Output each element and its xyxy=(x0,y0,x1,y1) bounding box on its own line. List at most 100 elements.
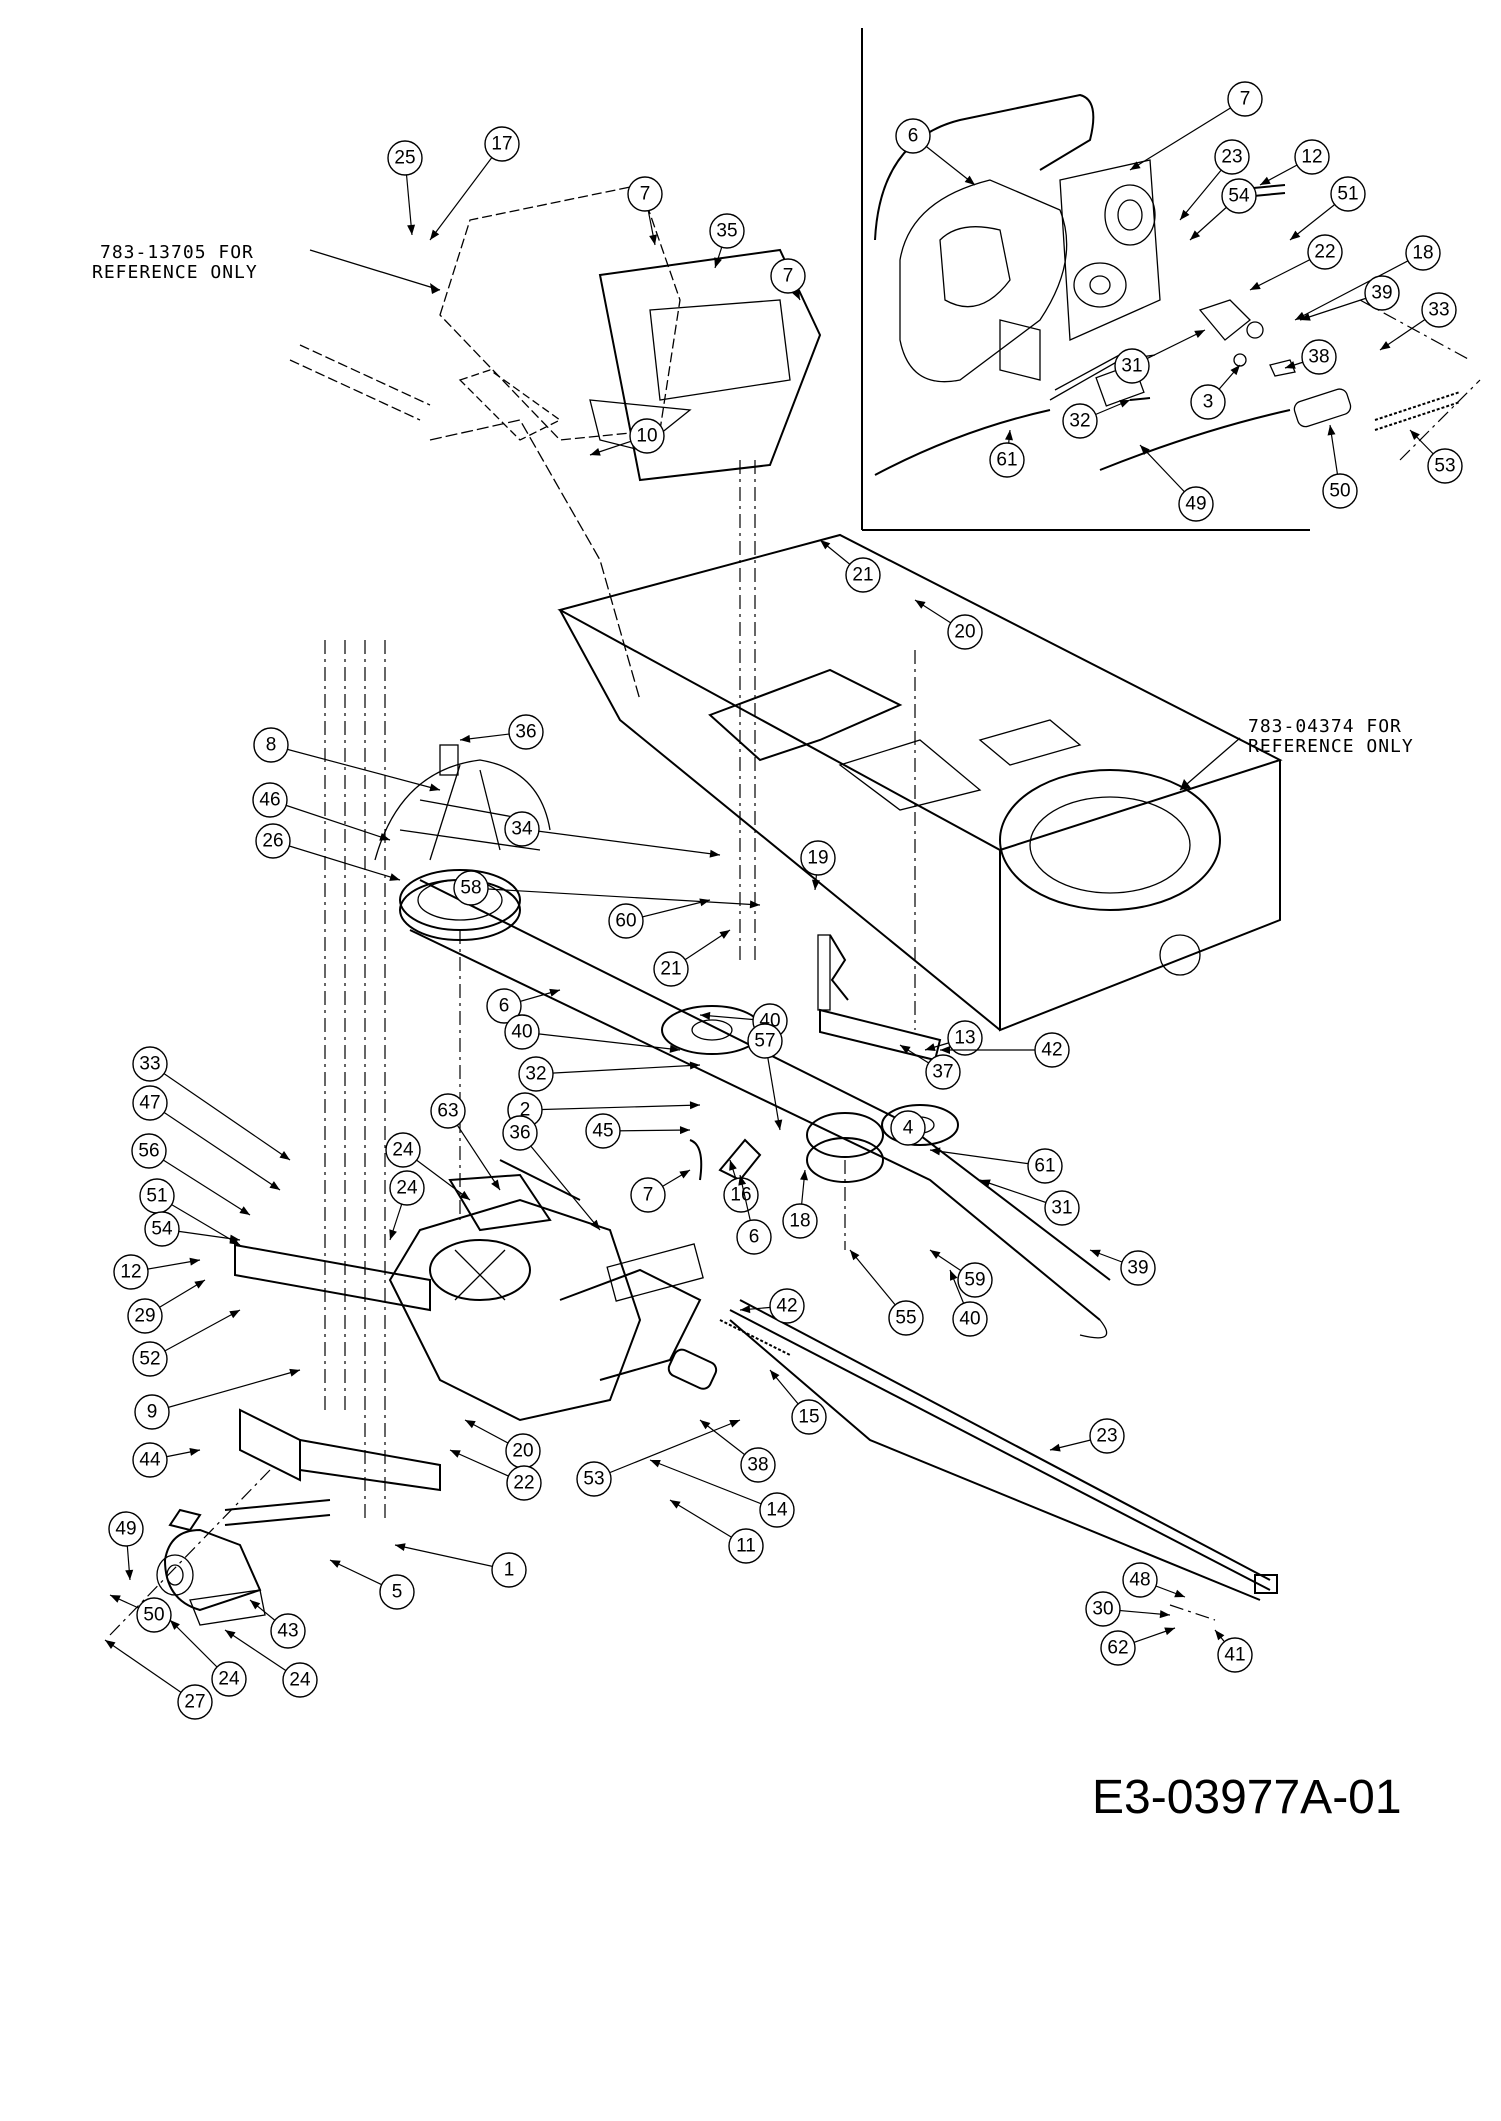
drawing-number: E3-03977A-01 xyxy=(1092,1771,1402,1824)
callout-circle xyxy=(502,1115,538,1151)
callout-circle xyxy=(486,988,522,1024)
callout-number: 9 xyxy=(147,1402,158,1423)
leader-line xyxy=(929,1149,1046,1167)
callout-31: 31 xyxy=(1114,329,1206,384)
callout-number: 39 xyxy=(1371,283,1392,304)
callout-circle xyxy=(1405,235,1441,271)
shift-rod-drawing xyxy=(667,1138,1278,1601)
callout-number: 62 xyxy=(1107,1638,1128,1659)
leader-arrowhead xyxy=(699,898,710,907)
callout-circle xyxy=(1427,448,1463,484)
callout-number: 21 xyxy=(852,565,873,586)
callout-21: 21 xyxy=(653,929,731,987)
callout-51: 51 xyxy=(1289,176,1366,241)
leader-arrowhead xyxy=(250,1600,261,1610)
callout-circle xyxy=(1330,176,1366,212)
callout-41: 41 xyxy=(1214,1629,1253,1673)
leader-arrowhead xyxy=(170,1620,180,1630)
callout-number: 4 xyxy=(903,1118,914,1139)
callout-circle xyxy=(770,258,806,294)
callout-number: 44 xyxy=(139,1450,161,1471)
leader-line xyxy=(593,1419,741,1480)
callout-circle xyxy=(736,1219,772,1255)
callout-number: 10 xyxy=(636,426,657,447)
callout-60: 60 xyxy=(608,898,711,939)
leader-line xyxy=(270,744,441,791)
leader-arrowhead xyxy=(1215,1630,1225,1641)
callout-55: 55 xyxy=(849,1249,924,1336)
callout-32: 32 xyxy=(518,1056,701,1092)
callout-37: 37 xyxy=(899,1044,961,1090)
callout-63: 63 xyxy=(430,1093,501,1191)
callout-34: 34 xyxy=(504,811,721,858)
callout-number: 54 xyxy=(151,1219,173,1240)
leader-arrowhead xyxy=(279,1151,290,1160)
callout-number: 17 xyxy=(491,134,512,155)
leader-line xyxy=(535,1064,701,1075)
callout-circle xyxy=(108,1511,144,1547)
callout-54: 54 xyxy=(144,1211,241,1247)
leader-arrowhead xyxy=(194,1280,205,1289)
callout-circle xyxy=(1044,1190,1080,1226)
callout-number: 34 xyxy=(511,819,533,840)
callout-49: 49 xyxy=(108,1511,144,1581)
leader-arrowhead xyxy=(700,1420,711,1430)
callout-circle xyxy=(1089,1418,1125,1454)
callout-24: 24 xyxy=(389,1170,425,1241)
callout-circle xyxy=(389,1170,425,1206)
callout-35: 35 xyxy=(709,213,745,269)
callout-32: 32 xyxy=(1062,399,1131,439)
callout-circle xyxy=(769,1288,805,1324)
callout-number: 56 xyxy=(138,1141,159,1162)
callout-circle xyxy=(629,418,665,454)
reference-note-main-frame: 783-04374 FOR REFERENCE ONLY xyxy=(1179,716,1413,791)
leader-arrowhead xyxy=(189,1448,200,1456)
leader-arrowhead xyxy=(430,229,440,240)
leader-arrowhead xyxy=(729,1420,740,1428)
callout-circle xyxy=(728,1528,764,1564)
callout-circle xyxy=(576,1461,612,1497)
leader-arrowhead xyxy=(689,1101,700,1110)
leader-line xyxy=(1129,98,1246,171)
callout-61: 61 xyxy=(989,429,1025,478)
callout-number: 35 xyxy=(716,221,737,242)
callout-number: 63 xyxy=(437,1101,458,1122)
leader-arrowhead xyxy=(1327,425,1336,436)
callout-circle xyxy=(387,140,423,176)
callout-number: 49 xyxy=(1185,494,1206,515)
callout-42: 42 xyxy=(739,1288,805,1324)
callout-40: 40 xyxy=(949,1269,988,1337)
leader-arrowhead xyxy=(1250,281,1261,290)
callout-circle xyxy=(585,1113,621,1149)
callout-36: 36 xyxy=(459,714,544,750)
leader-arrowhead xyxy=(590,448,601,456)
callout-13: 13 xyxy=(924,1020,983,1056)
callout-number: 37 xyxy=(932,1062,953,1083)
callout-number: 42 xyxy=(776,1296,797,1317)
callout-number: 24 xyxy=(392,1140,414,1161)
leader-arrowhead xyxy=(1260,176,1271,185)
callout-18: 18 xyxy=(782,1169,818,1239)
callout-circle xyxy=(952,1301,988,1337)
callout-circle xyxy=(759,1492,795,1528)
leader-arrowhead xyxy=(1380,341,1391,350)
callout-number: 53 xyxy=(583,1469,604,1490)
leader-arrowhead xyxy=(125,1569,134,1580)
callout-circle xyxy=(177,1684,213,1720)
callout-number: 18 xyxy=(789,1211,810,1232)
callout-6: 6 xyxy=(895,118,976,186)
leader-arrowhead xyxy=(1174,1589,1185,1598)
transmission-drawing xyxy=(388,1159,704,1422)
callout-38: 38 xyxy=(1284,339,1337,375)
callout-circle xyxy=(653,951,689,987)
callout-number: 13 xyxy=(954,1028,975,1049)
callout-number: 7 xyxy=(643,1185,654,1206)
callout-9: 9 xyxy=(134,1368,301,1430)
callout-23: 23 xyxy=(1049,1418,1125,1454)
callout-39: 39 xyxy=(1299,275,1400,321)
callout-21: 21 xyxy=(819,539,881,593)
callout-number: 51 xyxy=(146,1186,167,1207)
callout-number: 61 xyxy=(1034,1156,1055,1177)
leader-arrowhead xyxy=(774,1119,783,1130)
leader-arrowhead xyxy=(689,1061,700,1070)
